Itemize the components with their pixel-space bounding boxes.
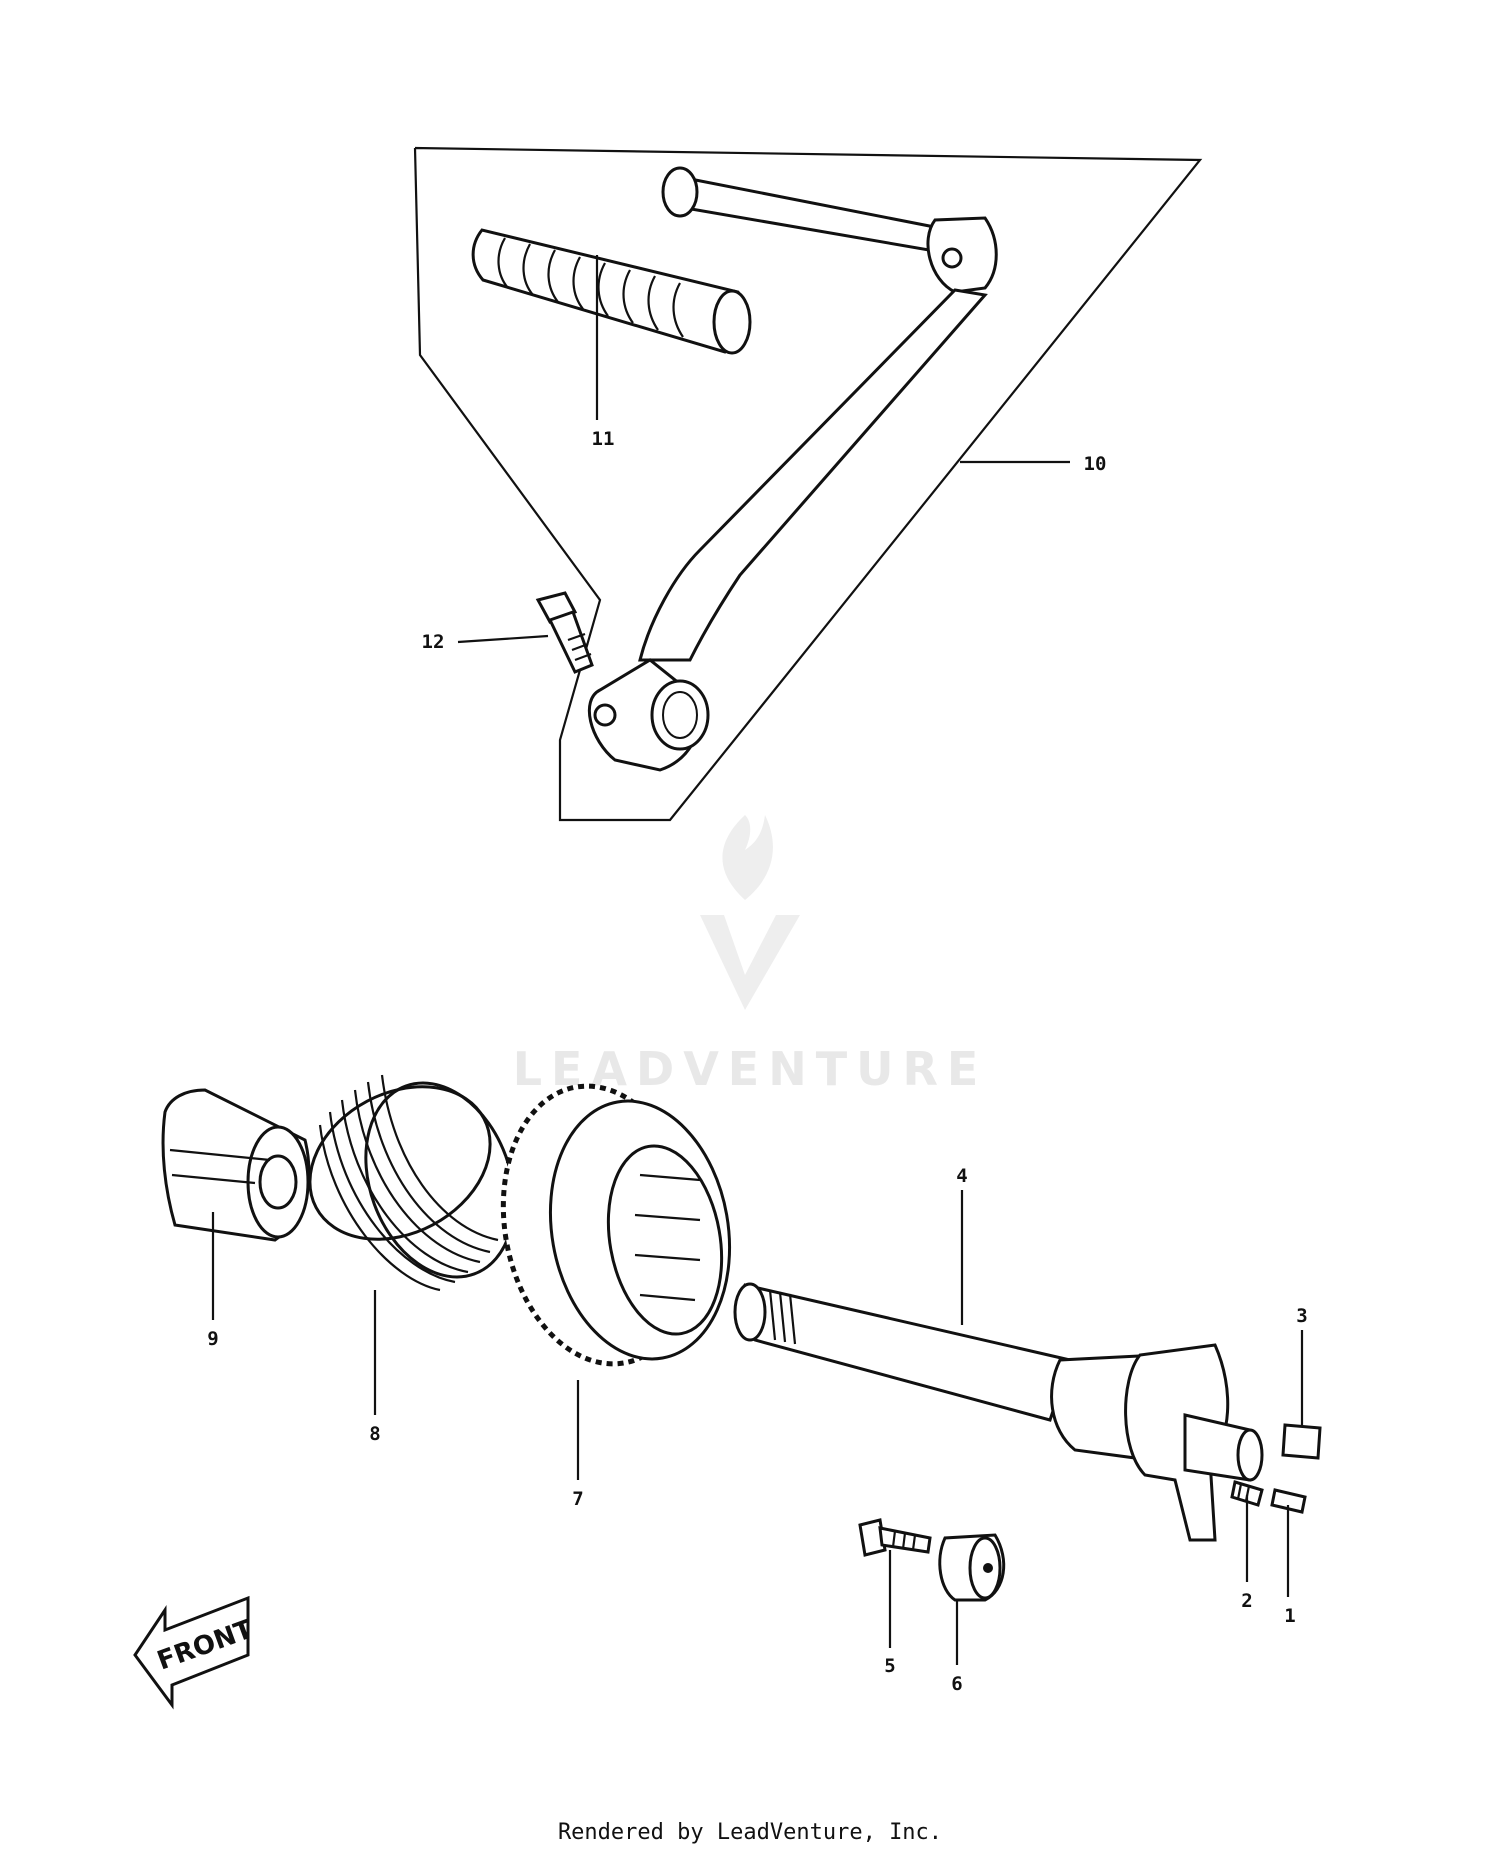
callout-5[interactable]: 5 (884, 1655, 895, 1677)
front-direction-arrow: FRONT (133, 1595, 257, 1710)
part-11-rubber-grip[interactable] (471, 228, 752, 355)
part-2-spring[interactable] (1230, 1480, 1264, 1507)
callout-7[interactable]: 7 (572, 1488, 583, 1510)
part-10-kick-pedal-arm[interactable] (587, 166, 998, 772)
part-5-bolt[interactable] (858, 1518, 932, 1557)
callout-11[interactable]: 11 (592, 428, 615, 450)
callout-1[interactable]: 1 (1284, 1605, 1295, 1627)
leader-lines (211, 255, 1304, 1665)
part-6-stopper[interactable] (938, 1533, 1006, 1602)
part-7-kick-gear[interactable] (482, 1071, 749, 1380)
part-1-pin[interactable] (1270, 1488, 1307, 1514)
part-8-spring[interactable] (283, 1057, 540, 1298)
footer-rendered-by: Rendered by LeadVenture, Inc. (557, 1820, 943, 1845)
part-3-key[interactable] (1281, 1423, 1322, 1460)
callout-labels: 11 10 12 9 8 7 4 3 2 1 5 6 (207, 428, 1307, 1695)
callout-4[interactable]: 4 (956, 1165, 967, 1187)
leadventure-watermark: LEADVENTURE (513, 815, 978, 1096)
callout-10[interactable]: 10 (1084, 453, 1107, 475)
part-12-bolt[interactable] (535, 591, 594, 674)
assembly-boundary (413, 146, 1203, 822)
callout-9[interactable]: 9 (207, 1328, 218, 1350)
callout-12[interactable]: 12 (422, 631, 445, 653)
callout-3[interactable]: 3 (1296, 1305, 1307, 1327)
callout-2[interactable]: 2 (1241, 1590, 1252, 1612)
callout-8[interactable]: 8 (369, 1423, 380, 1445)
callout-6[interactable]: 6 (951, 1673, 962, 1695)
part-4-kick-shaft[interactable] (733, 1282, 1264, 1542)
part-9-bushing[interactable] (161, 1088, 311, 1242)
